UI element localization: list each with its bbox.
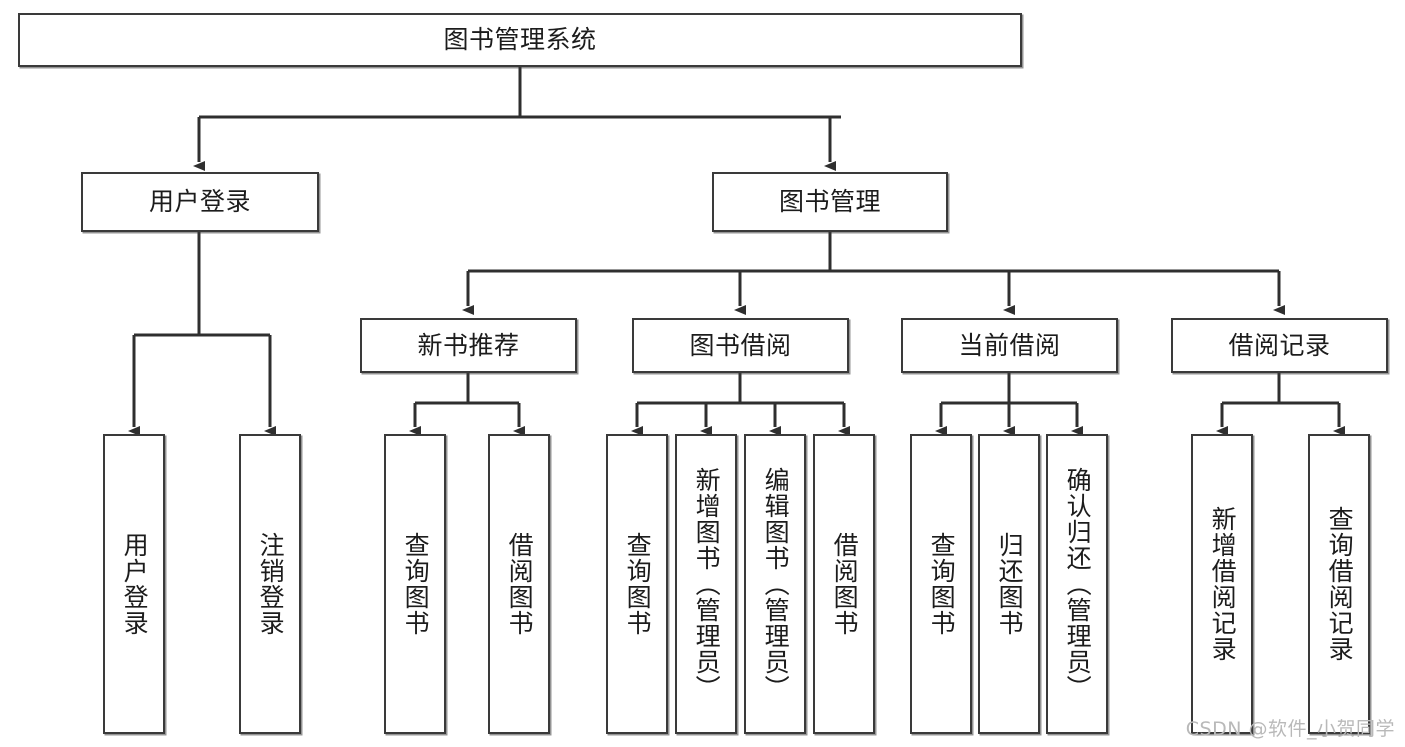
node-label: 查询图书 [927, 532, 957, 636]
node-label: 查询图书 [623, 532, 653, 636]
node-leaf-query-book-2[interactable]: 查询图书 [606, 434, 668, 734]
node-label: 图书管理系统 [443, 25, 597, 55]
csdn-watermark: CSDN @软件_小贺同学 [1185, 718, 1395, 740]
node-leaf-edit-book-admin[interactable]: 编辑图书（管理员） [744, 434, 806, 734]
node-leaf-add-borrow-record[interactable]: 新增借阅记录 [1191, 434, 1253, 734]
node-leaf-logout-login[interactable]: 注销登录 [239, 434, 301, 734]
node-label: 注销登录 [256, 532, 286, 636]
node-leaf-add-book-admin[interactable]: 新增图书（管理员） [675, 434, 737, 734]
node-book-borrow[interactable]: 图书借阅 [632, 318, 849, 373]
node-book-management[interactable]: 图书管理 [712, 172, 948, 232]
node-label: 查询图书 [401, 532, 431, 636]
node-label: 借阅图书 [830, 532, 860, 636]
node-label: 新增图书（管理员） [692, 467, 722, 701]
node-leaf-borrow-book-1[interactable]: 借阅图书 [488, 434, 550, 734]
node-label: 归还图书 [995, 532, 1025, 636]
node-leaf-user-login[interactable]: 用户登录 [103, 434, 165, 734]
node-user-login[interactable]: 用户登录 [81, 172, 319, 232]
node-label: 借阅记录 [1228, 330, 1331, 360]
node-leaf-query-borrow-record[interactable]: 查询借阅记录 [1308, 434, 1370, 734]
node-root-book-management-system[interactable]: 图书管理系统 [18, 13, 1022, 67]
node-label: 图书管理 [778, 187, 881, 217]
node-label: 确认归还（管理员） [1063, 467, 1093, 701]
node-label: 用户登录 [148, 187, 251, 217]
node-borrow-record[interactable]: 借阅记录 [1171, 318, 1388, 373]
node-new-book-recommend[interactable]: 新书推荐 [360, 318, 577, 373]
node-leaf-confirm-return-admin[interactable]: 确认归还（管理员） [1046, 434, 1108, 734]
node-label: 当前借阅 [958, 330, 1061, 360]
node-label: 新增借阅记录 [1208, 506, 1238, 662]
node-label: 新书推荐 [417, 330, 520, 360]
node-leaf-query-book-1[interactable]: 查询图书 [384, 434, 446, 734]
node-leaf-return-book[interactable]: 归还图书 [978, 434, 1040, 734]
node-leaf-query-book-3[interactable]: 查询图书 [910, 434, 972, 734]
node-leaf-borrow-book-2[interactable]: 借阅图书 [813, 434, 875, 734]
node-current-borrow[interactable]: 当前借阅 [901, 318, 1118, 373]
node-label: 用户登录 [120, 532, 150, 636]
node-label: 编辑图书（管理员） [761, 467, 791, 701]
node-label: 借阅图书 [505, 532, 535, 636]
node-label: 查询借阅记录 [1325, 506, 1355, 662]
node-label: 图书借阅 [689, 330, 792, 360]
